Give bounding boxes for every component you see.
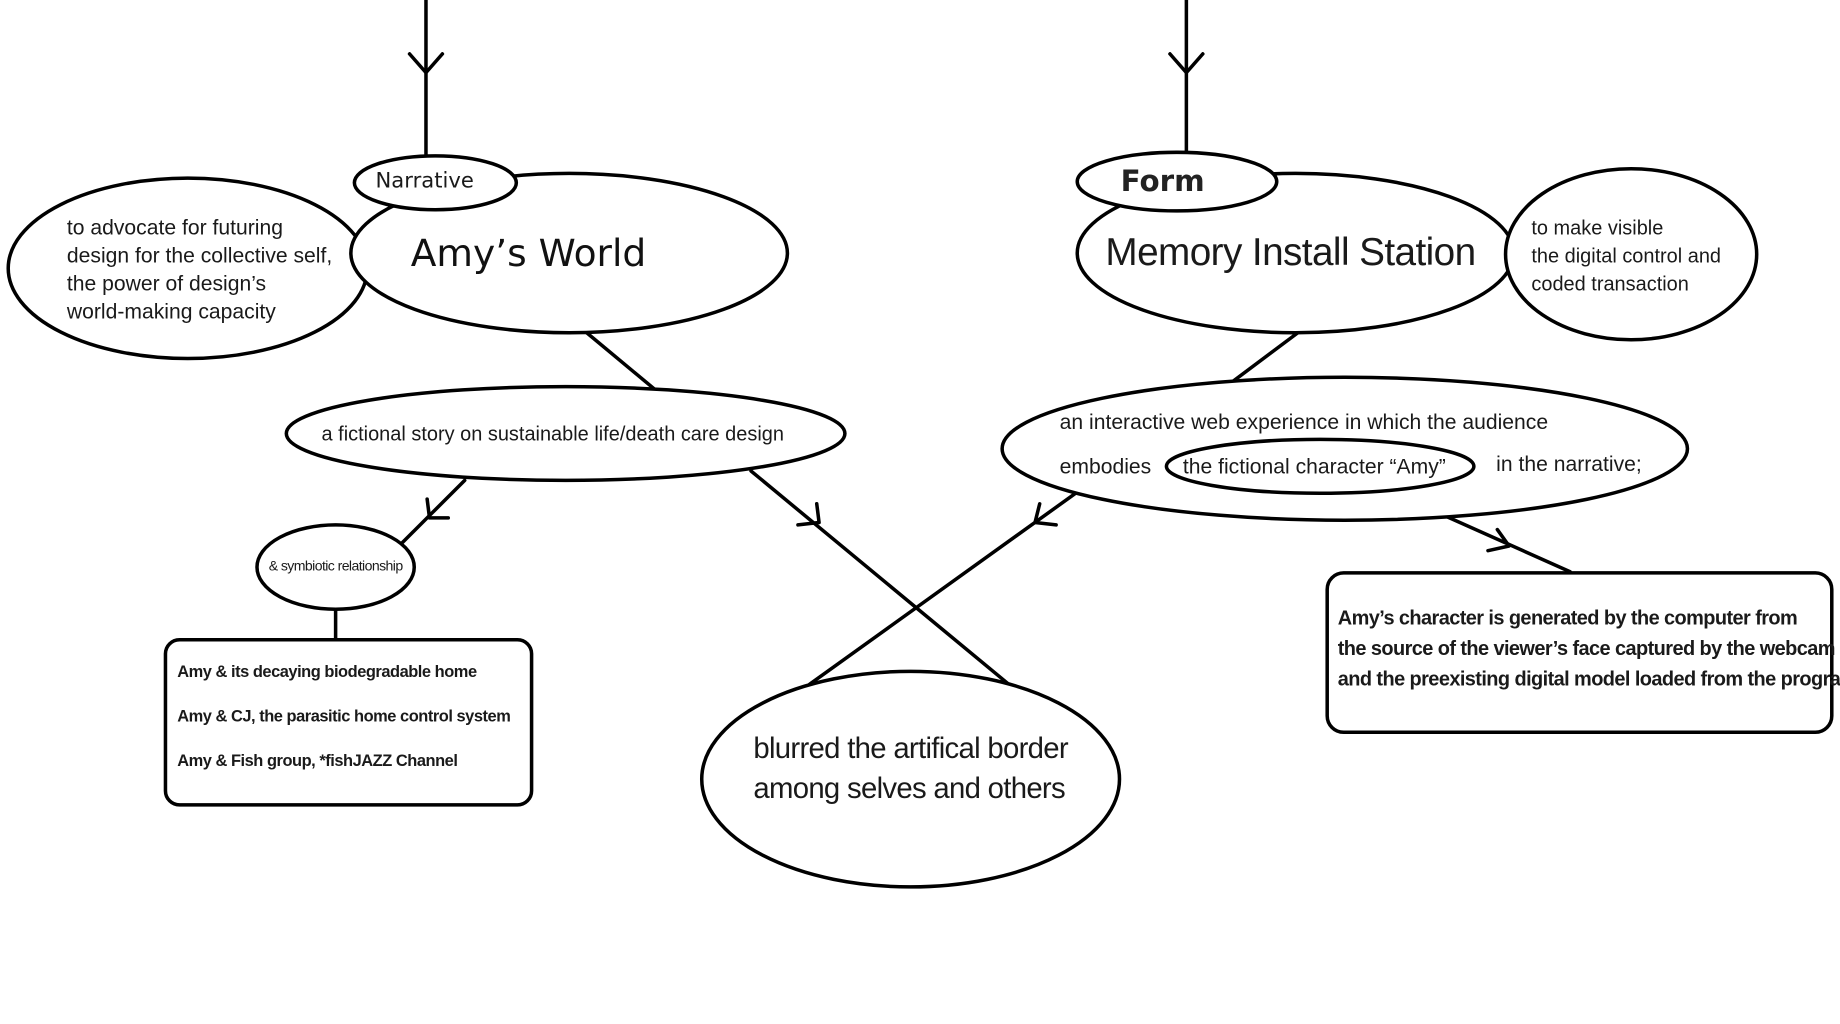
memory-install-station-title: Memory Install Station [1105, 229, 1476, 273]
character-detail-line: and the preexisting digital model loaded… [1337, 667, 1840, 691]
character-detail-line: Amy’s character is generated by the comp… [1337, 606, 1798, 630]
form-purpose-line: the digital control and [1531, 244, 1722, 268]
character-detail-line: the source of the viewer’s face captured… [1337, 637, 1836, 660]
form-tag: Form [1120, 164, 1205, 199]
story-ellipse [284, 384, 847, 483]
narrative-purpose-line: design for the collective self, [66, 243, 333, 268]
connector-experience-to-outcome [807, 490, 1080, 686]
character-highlight-text: the fictional character “Amy” [1182, 454, 1446, 479]
connector-world-to-story [584, 330, 659, 394]
arrowhead-icon [407, 52, 445, 75]
arrowhead-icon [1168, 52, 1205, 75]
symbiotic-label: & symbiotic relationship [268, 557, 403, 575]
symbiotic-ellipse [255, 523, 416, 611]
outcome-ellipse [699, 669, 1122, 889]
relationship-item: Amy & Fish group, *fishJAZZ Channel [177, 751, 458, 770]
story-description: a fictional story on sustainable life/de… [321, 422, 784, 446]
amys-world-title: Amy’s World [410, 230, 647, 276]
narrative-purpose-line: the power of design’s [66, 271, 267, 296]
narrative-purpose-line: world-making capacity [66, 299, 276, 324]
experience-description-prefix: embodies [1059, 454, 1152, 479]
arrowhead-icon [1486, 527, 1511, 553]
narrative-purpose-ellipse [6, 176, 370, 361]
outcome-line: blurred the artifical border [753, 732, 1068, 766]
form-purpose-ellipse [1503, 166, 1759, 342]
form-purpose-line: to make visible [1531, 216, 1664, 240]
connector-station-to-experience [1230, 330, 1300, 384]
narrative-purpose-line: to advocate for futuring [66, 215, 283, 240]
form-tag-ellipse [1075, 150, 1279, 213]
experience-description-line: an interactive web experience in which t… [1059, 410, 1549, 434]
narrative-tag-ellipse [352, 154, 519, 212]
arrowhead-icon [796, 502, 821, 527]
relationships-box [163, 637, 534, 807]
arrowhead-icon [425, 497, 451, 520]
relationship-item: Amy & its decaying biodegradable home [177, 661, 477, 681]
form-purpose-line: coded transaction [1531, 272, 1689, 296]
connector-story-to-outcome [749, 469, 1014, 689]
experience-description-suffix: in the narrative; [1496, 452, 1642, 476]
amys-world-ellipse [349, 171, 790, 335]
arrowhead-icon [1033, 502, 1058, 527]
relationship-item: Amy & CJ, the parasitic home control sys… [177, 706, 511, 726]
outcome-line: among selves and others [753, 772, 1065, 805]
connector-story-to-symbiotic [397, 478, 467, 548]
character-detail-box [1325, 571, 1834, 735]
character-highlight-ellipse [1164, 437, 1476, 496]
narrative-tag: Narrative [375, 168, 474, 194]
